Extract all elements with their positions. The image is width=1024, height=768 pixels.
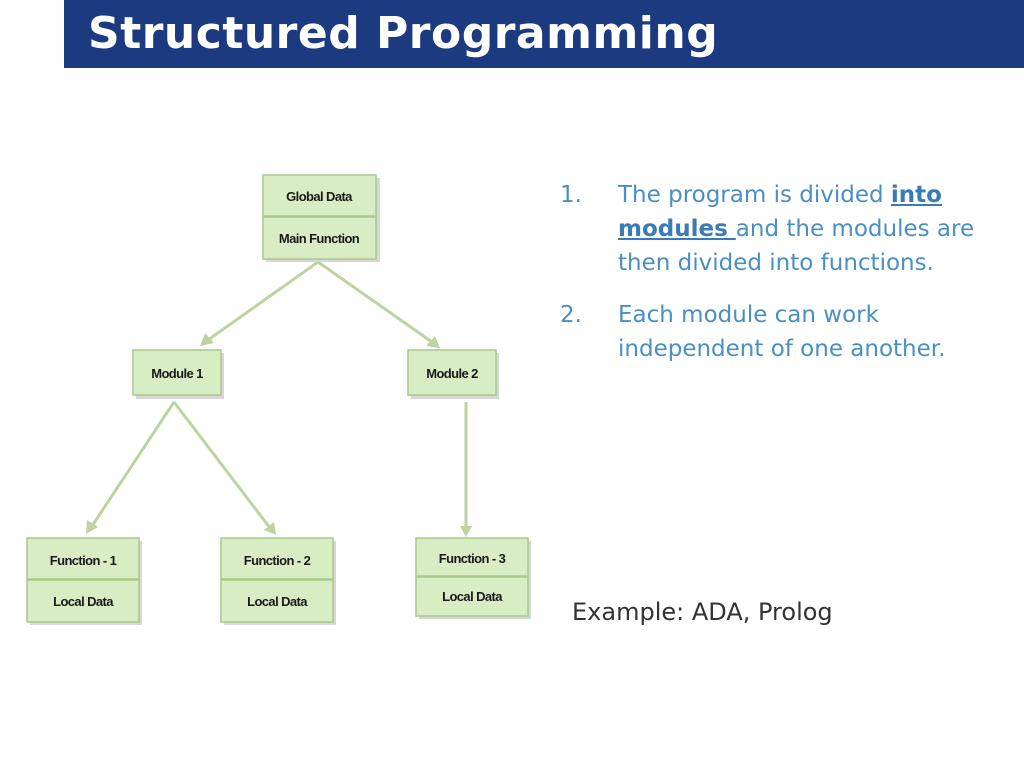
function3-node: Function - 3 Local Data xyxy=(415,537,531,619)
bullet-item-1: 1. The program is divided into modules a… xyxy=(560,178,1000,280)
function3-bottom-label: Local Data xyxy=(442,589,503,604)
module1-node: Module 1 xyxy=(132,349,224,399)
example-text: Example: ADA, Prolog xyxy=(572,598,833,626)
title-bar xyxy=(64,0,1024,68)
root-top-label: Global Data xyxy=(286,189,353,204)
bullet-item-2: 2. Each module can work independent of o… xyxy=(560,298,1000,366)
connector-module1-function1 xyxy=(90,401,176,527)
into-modules-link[interactable]: into modules xyxy=(618,182,942,242)
slide-title: Structured Programming xyxy=(88,8,719,59)
bullet-text-1: The program is divided into modules and … xyxy=(618,178,1000,280)
bullet-text-1-before: The program is divided xyxy=(618,182,891,208)
function2-top-label: Function - 2 xyxy=(244,553,311,568)
root-bottom-label: Main Function xyxy=(279,231,360,246)
root-node: Global Data Main Function xyxy=(262,174,380,262)
arrowhead-function2 xyxy=(264,522,276,535)
function1-node: Function - 1 Local Data xyxy=(26,537,142,625)
arrowhead-module2 xyxy=(426,336,440,348)
bullet-list: 1. The program is divided into modules a… xyxy=(560,178,1000,384)
arrowhead-function1 xyxy=(86,520,98,534)
function3-top-label: Function - 3 xyxy=(439,551,506,566)
connector-module1-function2 xyxy=(172,401,272,529)
function2-node: Function - 2 Local Data xyxy=(220,537,336,625)
connector-root-module1 xyxy=(207,260,319,342)
module1-label: Module 1 xyxy=(151,366,203,381)
bullet-text-2: Each module can work independent of one … xyxy=(618,302,946,362)
module2-node: Module 2 xyxy=(407,349,499,399)
arrowhead-module1 xyxy=(200,333,214,346)
module2-label: Module 2 xyxy=(426,366,478,381)
bullet-number-1: 1. xyxy=(560,182,582,208)
arrowhead-function3 xyxy=(460,526,472,537)
connector-root-module2 xyxy=(317,260,433,344)
bullet-number-2: 2. xyxy=(560,302,582,328)
function1-top-label: Function - 1 xyxy=(50,553,117,568)
function2-bottom-label: Local Data xyxy=(247,594,308,609)
function1-bottom-label: Local Data xyxy=(53,594,114,609)
bullet-text-1-after: and the modules are then divided into fu… xyxy=(618,216,975,276)
connectors xyxy=(86,260,472,537)
